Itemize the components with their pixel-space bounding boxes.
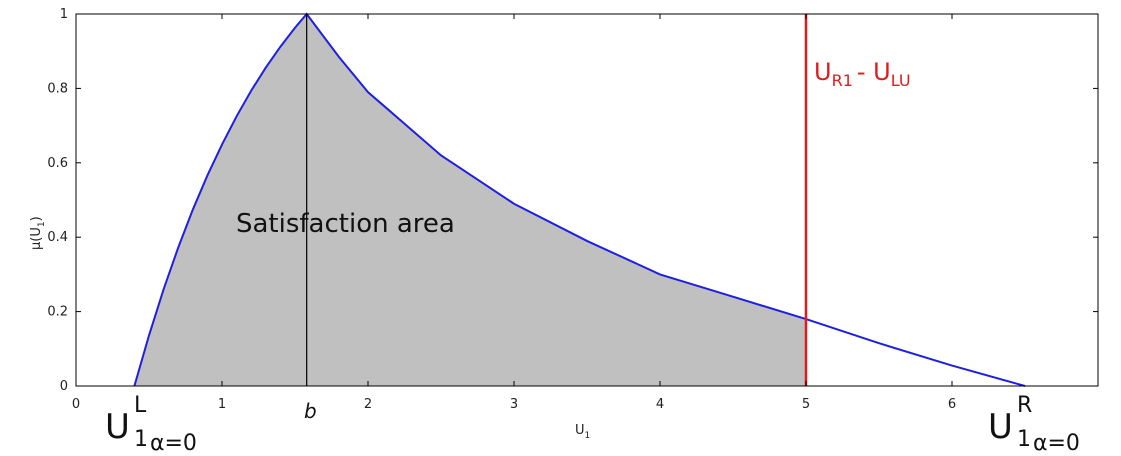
red-label-u1: U — [814, 58, 832, 86]
satisfaction-area-fill — [134, 14, 806, 386]
y-tick-label: 0.4 — [47, 230, 68, 245]
x-tick-label: 3 — [510, 397, 518, 412]
satisfaction-area-label: Satisfaction area — [236, 209, 455, 239]
right-u: U — [988, 407, 1013, 447]
x-tick-label: 5 — [802, 397, 810, 412]
y-tick-label: 0 — [60, 379, 68, 394]
y-tick-label: 0.8 — [47, 81, 68, 96]
red-label-mid: - U — [857, 58, 891, 86]
right-alpha: α=0 — [1033, 431, 1080, 456]
b-label: b — [304, 399, 317, 423]
y-label-close: ) — [29, 216, 44, 221]
x-tick-label: 1 — [218, 397, 226, 412]
y-tick-label: 1 — [60, 7, 68, 22]
left-alpha: α=0 — [150, 431, 197, 456]
x-tick-label: 4 — [656, 397, 664, 412]
red-line-label: UR1- ULU — [814, 58, 911, 90]
y-tick-label: 0.6 — [47, 156, 68, 171]
left-sup: L — [134, 393, 147, 418]
red-label-sub-lu: LU — [891, 71, 911, 90]
y-label-sub: 1 — [37, 221, 47, 227]
x-label-sub: 1 — [585, 431, 591, 441]
left-bound-label: U — [105, 407, 130, 447]
axes-frame — [75, 13, 1099, 387]
red-label-sub-r1: R1 — [832, 71, 853, 90]
axes: 0 1 2 3 4 5 6 0 0.2 0.4 0.6 0.8 1 — [47, 7, 1099, 412]
right-sub: 1 — [1017, 427, 1031, 452]
x-label-main: U — [575, 423, 585, 438]
left-sub: 1 — [134, 427, 148, 452]
y-tick-label: 0.2 — [47, 305, 68, 320]
annotations: Satisfaction area b UR1- ULU U L 1 α=0 U… — [29, 58, 1080, 456]
y-axis-label-group: μ(U1) — [29, 216, 47, 250]
x-axis-label: U1 — [575, 423, 590, 441]
x-tick-label: 0 — [72, 397, 80, 412]
y-axis-label: μ(U1) — [29, 216, 47, 250]
x-tick-label: 2 — [364, 397, 372, 412]
membership-curve-line — [133, 12, 1026, 387]
y-label-main: μ(U — [29, 227, 44, 250]
left-u: U — [105, 407, 130, 447]
right-bound-label: U — [988, 407, 1013, 447]
right-sup: R — [1017, 393, 1032, 418]
plot-area — [133, 12, 1026, 387]
x-tick-label: 6 — [948, 397, 956, 412]
